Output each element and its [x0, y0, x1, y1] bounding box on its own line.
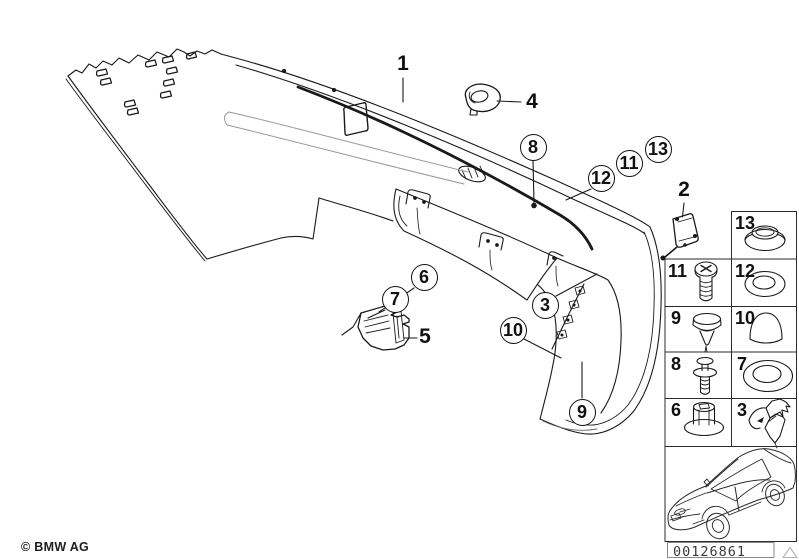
copyright-text: © BMW AG: [21, 540, 90, 554]
grid-cell-11[interactable]: [665, 259, 731, 306]
grid-num-11: 11: [668, 261, 688, 281]
callout-circle-8[interactable]: 8: [519, 133, 547, 161]
callout-4[interactable]: 4: [524, 91, 540, 113]
grid-cell-10[interactable]: [731, 306, 797, 352]
car-silhouette: [667, 448, 796, 540]
callout-circle-11[interactable]: 11: [615, 149, 643, 177]
grid-num-3: 3: [737, 400, 748, 420]
grommet-nut-icon: [683, 401, 725, 437]
expansion-rivet-icon: [692, 356, 718, 395]
clamp-bracket-icon: [748, 398, 791, 449]
grid-cell-9[interactable]: [665, 306, 731, 352]
callout-1[interactable]: 1: [396, 52, 410, 75]
callout-circle-6[interactable]: 6: [410, 263, 438, 291]
blind-cap-icon: [749, 312, 783, 344]
gasket-washer-icon: [742, 359, 794, 393]
callout-2[interactable]: 2: [676, 179, 692, 201]
grid-lines: [664, 211, 797, 558]
part-icons: [683, 225, 794, 449]
bumper-panel-left-face: [65, 48, 394, 262]
callout-circle-9[interactable]: 9: [568, 398, 596, 426]
inner-strip: [223, 111, 469, 185]
cover-part4-drawing: [464, 83, 501, 116]
grid-num-8: 8: [671, 354, 682, 374]
grid-num-12: 12: [735, 261, 756, 281]
callout-5[interactable]: 5: [418, 325, 432, 348]
grid-cell-7[interactable]: [731, 352, 797, 398]
callout-circle-13[interactable]: 13: [644, 135, 672, 163]
callout-circle-3[interactable]: 3: [531, 291, 559, 319]
washer-icon: [744, 270, 786, 298]
callout-circle-12[interactable]: 12: [587, 164, 615, 192]
callout-circle-10[interactable]: 10: [499, 316, 527, 344]
grid-num-13: 13: [735, 213, 756, 233]
grid-cell-12[interactable]: [731, 259, 797, 306]
center-undertray: [393, 188, 564, 301]
grid-num-7: 7: [737, 354, 748, 374]
vent-slot: [458, 165, 486, 183]
bumper-top-rail: [231, 56, 651, 251]
grid-cell-3[interactable]: [731, 398, 797, 446]
callout-circle-7[interactable]: 7: [381, 285, 409, 313]
cover-cap-icon: [744, 225, 786, 252]
clip-slots: [95, 51, 198, 116]
grid-num-10: 10: [735, 308, 756, 328]
nav-triangle-icon[interactable]: [782, 546, 798, 559]
leader-lines: [367, 77, 685, 399]
phillips-screw-icon: [694, 261, 718, 302]
rivet-plug-icon: [692, 312, 722, 353]
grid-cell-8[interactable]: [665, 352, 731, 398]
image-number: 00126861: [673, 544, 747, 559]
grid-num-6: 6: [671, 400, 682, 420]
bracket-part2-drawing: [660, 213, 699, 261]
grid-cell-13[interactable]: [731, 211, 797, 259]
bracket-part5-drawing: [341, 305, 410, 351]
bumper-end-cap: [537, 226, 662, 435]
grid-cell-6[interactable]: [665, 398, 731, 446]
grid-num-9: 9: [671, 308, 682, 328]
